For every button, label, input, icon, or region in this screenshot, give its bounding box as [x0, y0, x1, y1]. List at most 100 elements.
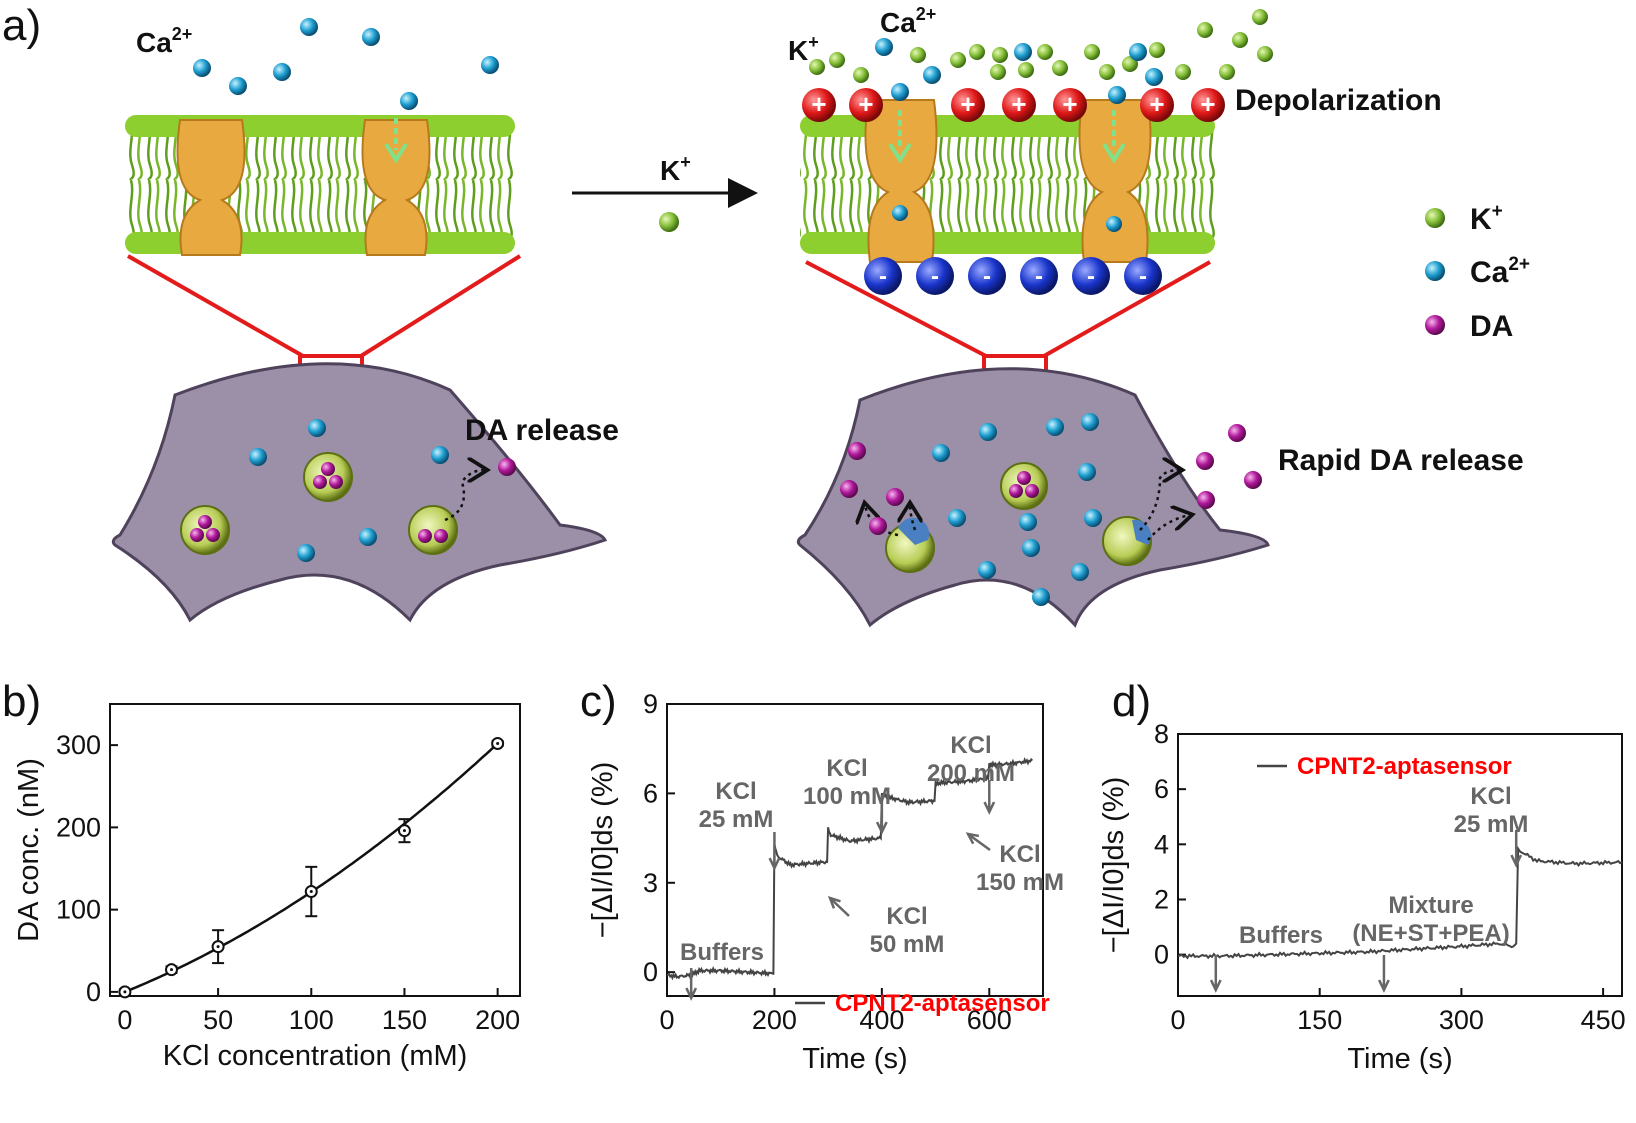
chart-d-y-tick-label: 8: [1154, 719, 1169, 749]
svg-text:+: +: [1200, 89, 1215, 119]
svg-text:-: -: [983, 263, 991, 290]
vesicle: [1000, 462, 1048, 510]
chart-c-y-tick-label: 3: [643, 868, 658, 898]
chart-b-point-dot: [170, 968, 173, 972]
chart-d-annotation-label: KCl: [1470, 783, 1511, 810]
chart-c-annotation-arrowhead: [965, 832, 980, 845]
chart-c-annotation-arrowhead: [983, 801, 996, 815]
rapid-da-release-label: Rapid DA release: [1278, 444, 1524, 477]
chart-c-x-tick-label: 0: [659, 1005, 674, 1035]
chart-d-x-tick-label: 0: [1170, 1005, 1185, 1035]
chart-c-annotation-label: KCl: [715, 778, 756, 805]
chart-c-annotation-label: 50 mM: [870, 931, 945, 958]
chart-c-annotation-label: KCl: [999, 841, 1040, 868]
svg-text:+: +: [811, 89, 826, 119]
legend: K+ Ca2+ DA: [1425, 201, 1530, 343]
fusing-vesicle: [885, 517, 935, 573]
chart-d-plot-frame: [1177, 733, 1623, 997]
chart-c-legend-label: CPNT2-aptasensor: [835, 990, 1050, 1017]
chart-b-y-tick-label: 300: [56, 730, 101, 760]
chart-d-annotation-arrowhead: [1378, 979, 1390, 993]
chart-b-point-dot: [496, 741, 500, 745]
chart-b-x-tick-label: 50: [203, 1005, 233, 1035]
ions-right: [809, 9, 1273, 104]
panel-a-label: a): [2, 1, 41, 50]
legend-ca-label: Ca2+: [1470, 254, 1530, 289]
minus-charges: - - - - - -: [864, 257, 1162, 295]
chart-b-y-tick-label: 0: [86, 977, 101, 1007]
vesicle: [180, 505, 230, 555]
legend-da-label: DA: [1470, 310, 1513, 343]
chart-c-trace: [666, 757, 1034, 981]
chart-c-plot-frame: [666, 703, 1044, 997]
chart-b-y-tick-label: 200: [56, 812, 101, 842]
chart-b-point-dot: [216, 945, 220, 949]
svg-text:-: -: [879, 263, 887, 290]
chart-c-annotation-label: Buffers: [680, 939, 764, 966]
k-ion-arrow: [659, 212, 679, 232]
chart-c-annotation-arrow: [829, 897, 850, 917]
chart-d-annotation-label: (NE+ST+PEA): [1352, 920, 1509, 947]
ion-channel: [864, 99, 938, 263]
svg-text:+: +: [858, 89, 873, 119]
chart-d-y-tick-label: 6: [1154, 774, 1169, 804]
chart-c-annotation-label: 150 mM: [976, 869, 1064, 896]
chart-c-x-axis-title: Time (s): [802, 1043, 907, 1075]
svg-text:+: +: [1011, 89, 1026, 119]
chart-b-x-axis-title: KCl concentration (mM): [163, 1040, 468, 1072]
chart-c-annotation-arrowhead: [685, 987, 698, 1001]
ca-ions-left: [193, 18, 499, 110]
legend-k-label: K+: [1470, 201, 1503, 236]
chart-d-x-tick-label: 300: [1439, 1005, 1484, 1035]
ca-label-left: Ca2+: [136, 24, 192, 58]
chart-d-x-tick-label: 450: [1581, 1005, 1626, 1035]
chart-b-y-axis-title: DA conc. (nM): [13, 758, 45, 942]
chart-d-x-tick-label: 150: [1297, 1005, 1342, 1035]
chart-d-annotation-arrowhead: [1209, 979, 1222, 993]
chart-b-plot-frame: [109, 703, 521, 997]
panel-b-label: b): [2, 677, 41, 726]
vesicle: [303, 452, 353, 502]
chart-d-legend-label: CPNT2-aptasensor: [1297, 753, 1512, 780]
chart-d-annotation-label: 25 mM: [1454, 811, 1529, 838]
chart-d-annotation-arrowhead: [1510, 854, 1523, 868]
plus-charges: + + + + + + +: [802, 88, 1225, 122]
chart-c-annotation-label: 100 mM: [803, 783, 891, 810]
legend-ca-swatch: [1425, 261, 1445, 281]
ion-channel: [176, 119, 246, 256]
ca-label-right: Ca2+: [880, 4, 936, 38]
panel-d-label: d): [1112, 677, 1151, 726]
chart-b-x-tick-label: 200: [475, 1005, 520, 1035]
chart-b-y-tick-label: 100: [56, 895, 101, 925]
cell-right: [796, 367, 1270, 628]
chart-c-x-tick-label: 600: [967, 1005, 1012, 1035]
svg-text:+: +: [960, 89, 975, 119]
chart-c-x-tick-label: 400: [859, 1005, 904, 1035]
chart-c-annotation-label: 25 mM: [699, 806, 774, 833]
chart-c-annotation-arrowhead: [768, 857, 781, 871]
cell-left: [111, 362, 608, 623]
svg-text:-: -: [1035, 263, 1043, 290]
chart-d-x-axis-title: Time (s): [1347, 1043, 1452, 1075]
chart-c-annotation-label: KCl: [950, 732, 991, 759]
chart-c-x-tick-label: 200: [752, 1005, 797, 1035]
chart-c-y-axis-title: −[ΔI/I0]ds (%): [587, 762, 619, 939]
right-membrane: + + + + + + + - - - - - -: [800, 88, 1225, 295]
chart-c-annotation-arrowhead: [827, 896, 841, 909]
legend-da-swatch: [1425, 315, 1445, 335]
chart-b-point-dot: [123, 990, 127, 994]
chart-b-point-dot: [402, 829, 406, 833]
chart-d-trace: [1177, 845, 1623, 960]
chart-c-annotation-label: KCl: [826, 755, 867, 782]
k-label-right: K+: [788, 32, 819, 66]
arrow-k-label: K+: [660, 152, 691, 186]
left-membrane: [125, 115, 515, 256]
legend-k-swatch: [1425, 208, 1445, 228]
chart-c-annotation-arrow: [967, 832, 991, 852]
chart-d-annotation-label: Mixture: [1388, 892, 1473, 919]
svg-text:-: -: [931, 263, 939, 290]
